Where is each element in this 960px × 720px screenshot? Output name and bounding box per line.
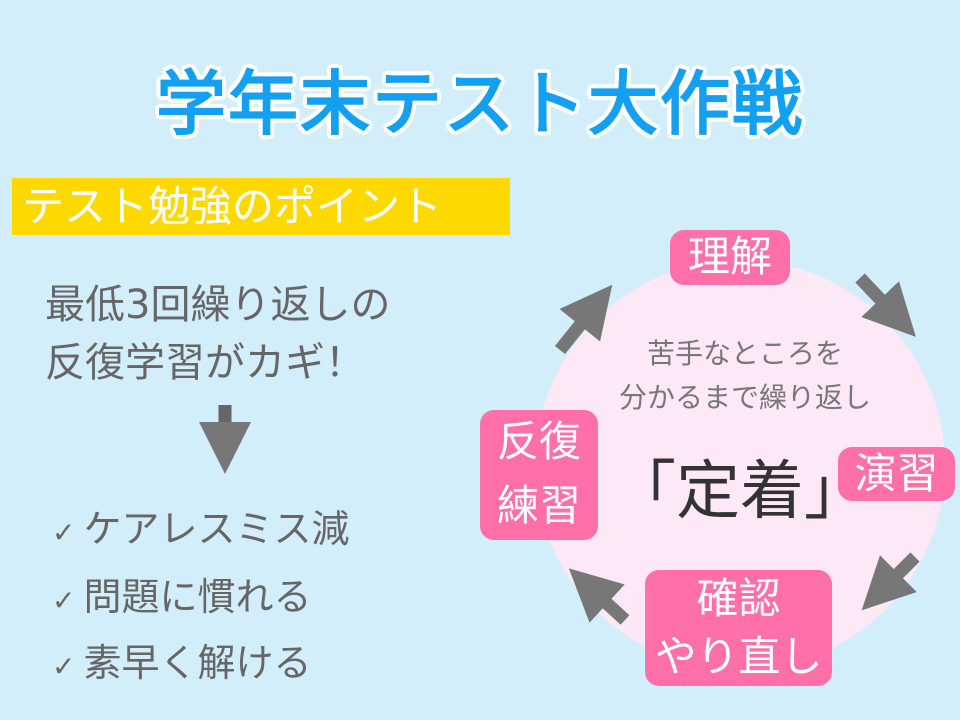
- step-check-line-2: やり直し: [654, 632, 823, 681]
- step-check: 確認やり直し: [645, 570, 832, 686]
- check-icon: ✓: [52, 516, 76, 549]
- step-check-line-1: 確認: [696, 574, 781, 623]
- step-repeat: 反復練習: [480, 410, 598, 540]
- page-title: 学年末テスト大作戦: [156, 63, 804, 145]
- check-icon: ✓: [52, 650, 76, 683]
- step-exercise: 演習: [838, 447, 955, 501]
- arrow-icon: [554, 284, 613, 355]
- arrow-icon: [861, 552, 920, 611]
- center-note-2: 分かるまで繰り返し: [618, 381, 871, 414]
- step-understand: 理解: [670, 230, 790, 285]
- lead-line-1: 最低3回繰り返しの: [45, 282, 391, 328]
- arrow-icon: [568, 568, 630, 625]
- center-note-1: 苦手なところを: [646, 337, 843, 370]
- benefit-text: 問題に慣れる: [83, 575, 312, 619]
- step-repeat-line-1: 反復: [496, 417, 581, 466]
- benefit-item: ✓問題に慣れる: [52, 566, 311, 621]
- benefit-item: ✓ケアレスミス減: [52, 498, 349, 553]
- lead-line-2: 反復学習がカギ！: [45, 340, 365, 386]
- benefit-item: ✓素早く解ける: [52, 632, 311, 687]
- benefit-text: 素早く解ける: [83, 641, 312, 685]
- check-icon: ✓: [52, 584, 76, 617]
- section-header: テスト勉強のポイント: [12, 178, 510, 235]
- step-repeat-line-2: 練習: [496, 481, 581, 530]
- benefit-text: ケアレスミス減: [83, 507, 350, 551]
- arrow-icon: [855, 273, 916, 337]
- center-label: 「定着」: [612, 455, 868, 529]
